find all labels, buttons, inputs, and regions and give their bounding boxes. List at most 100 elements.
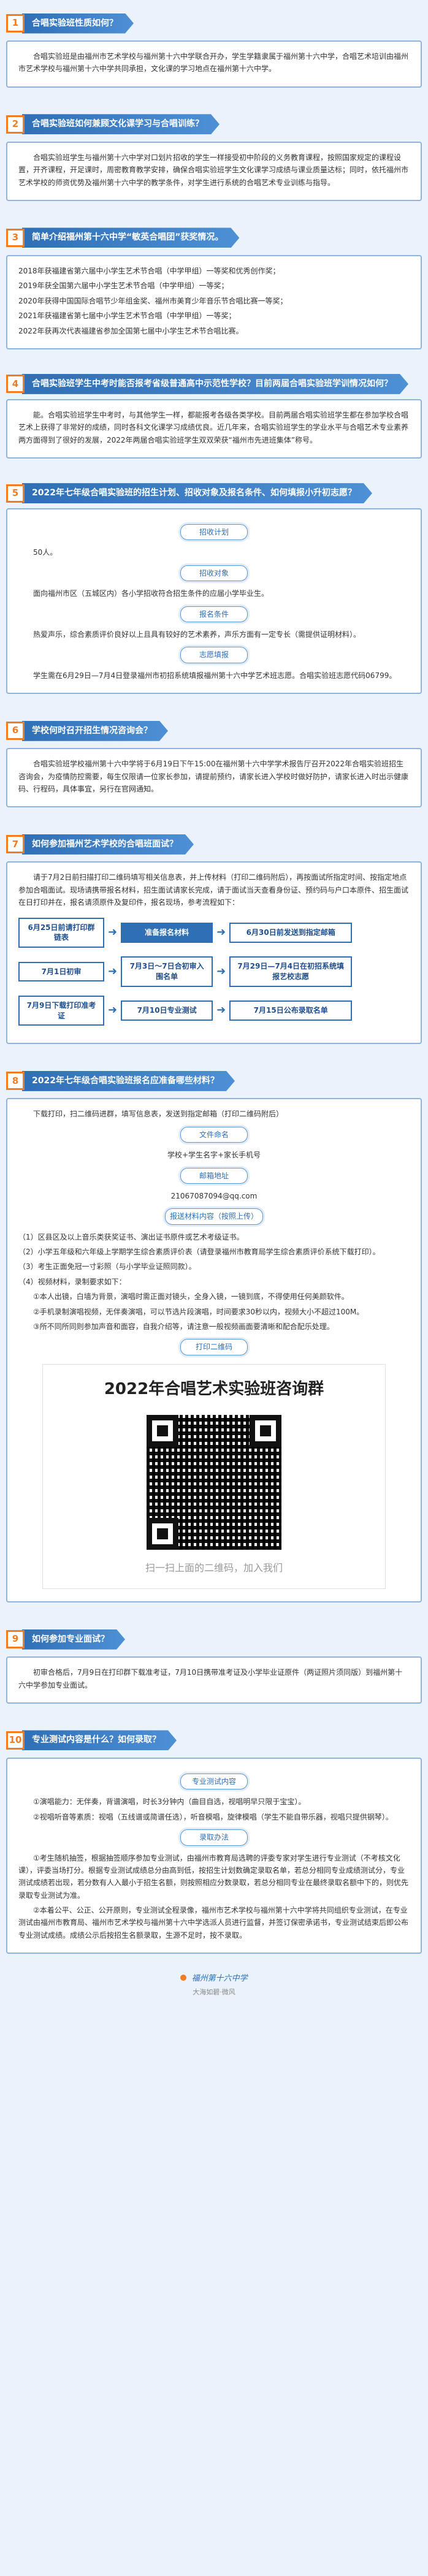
footer: 福州第十六中学 大海如碧·微风 bbox=[0, 1972, 428, 1999]
section-5: 5 2022年七年级合唱实验班的招生计划、招收对象及报名条件、如何填报小升初志愿… bbox=[6, 483, 422, 695]
sub-tag-plan: 招收计划 bbox=[180, 524, 248, 541]
section-number: 10 bbox=[6, 1731, 25, 1750]
section-4: 4 合唱实验班学生中考时能否报考省级普通高中示范性学校？目前两届合唱实验班学训情… bbox=[6, 374, 422, 459]
section-3: 3 简单介绍福州第十六中学“敏英合唱团”获奖情况。 2018年获福建省第六届中小… bbox=[6, 226, 422, 349]
filename-format: 学校+学生名字+家长手机号 bbox=[167, 1151, 261, 1160]
flow-step: 7月15日公布录取名单 bbox=[229, 1000, 353, 1021]
section-number: 5 bbox=[6, 484, 25, 503]
flow-row: 7月9日下载打印准考证 ➜ 7月10日专业测试 ➜ 7月15日公布录取名单 bbox=[18, 995, 410, 1026]
section-header: 9 如何参加专业面试？ bbox=[6, 1627, 422, 1652]
sub-tag-email: 邮箱地址 bbox=[180, 1167, 248, 1184]
award-line: 2019年获全国第六届中小学生艺术节合唱（中学甲组）一等奖； bbox=[18, 281, 229, 291]
arrow-right-icon: ➜ bbox=[108, 964, 118, 978]
qr-finder-icon bbox=[147, 1414, 178, 1447]
section-title: 合唱实验班性质如何？ bbox=[22, 13, 134, 34]
award-line: 2018年获福建省第六届中小学生艺术节合唱（中学甲组）一等奖和优秀创作奖； bbox=[18, 266, 280, 275]
section-1: 1 合唱实验班性质如何？ 合唱实验班是由福州市艺术学校与福州第十六中学联合开办，… bbox=[6, 11, 422, 88]
email-address[interactable]: 21067087094@qq.com bbox=[170, 1191, 258, 1200]
flow-step: 准备报名材料 bbox=[121, 922, 213, 943]
paragraph: ②视唱听音等素质：视唱（五线谱或简谱任选），听音模唱，旋律模唱（学生不能自带乐器… bbox=[33, 1812, 393, 1821]
page: 1 合唱实验班性质如何？ 合唱实验班是由福州市艺术学校与福州第十六中学联合开办，… bbox=[0, 0, 428, 1999]
section-header: 2 合唱实验班如何兼顾文化课学习与合唱训练？ bbox=[6, 112, 422, 137]
sub-tag-test-content: 专业测试内容 bbox=[180, 1773, 248, 1790]
section-header: 3 简单介绍福州第十六中学“敏英合唱团”获奖情况。 bbox=[6, 226, 422, 250]
flow-step: 7月29日—7月4日在初招系统填报艺校志愿 bbox=[229, 956, 353, 987]
section-title: 如何参加专业面试？ bbox=[22, 1629, 125, 1650]
section-title: 专业测试内容是什么？如何录取？ bbox=[22, 1730, 177, 1750]
flow-step: 7月10日专业测试 bbox=[121, 1000, 213, 1021]
qr-caption: 扫一扫上面的二维码，加入我们 bbox=[145, 1561, 283, 1574]
arrow-right-icon: ➜ bbox=[216, 1004, 226, 1017]
section-body: 合唱实验班学校福州第十六中学将于6月19日下午15:00在福州第十六中学学术报告… bbox=[6, 748, 422, 808]
qr-title: 2022年合唱艺术实验班咨询群 bbox=[104, 1379, 324, 1398]
flow-step: 7月9日下载打印准考证 bbox=[18, 995, 104, 1026]
section-title: 合唱实验班学生中考时能否报考省级普通高中示范性学校？目前两届合唱实验班学训情况如… bbox=[22, 374, 408, 394]
paragraph: 学生需在6月29日—7月4日登录福州市初招系统填报福州第十六中学艺术班志愿。合唱… bbox=[33, 671, 397, 680]
arrow-right-icon: ➜ bbox=[216, 964, 226, 978]
school-logo-icon bbox=[180, 1975, 187, 1981]
section-body: 合唱实验班是由福州市艺术学校与福州第十六中学联合开办，学生学籍隶属于福州第十六中… bbox=[6, 40, 422, 88]
section-body: 招收计划 50人。 招收对象 面向福州市区（五城区内）各小学招收符合招生条件的应… bbox=[6, 508, 422, 695]
sub-tag-materials: 报送材料内容（按照上传） bbox=[165, 1208, 263, 1225]
paragraph: 合唱实验班学生与福州第十六中学对口划片招收的学生一样接受初中阶段的义务教育课程，… bbox=[18, 153, 409, 187]
sub-tag-admission: 录取办法 bbox=[180, 1829, 248, 1846]
arrow-right-icon: ➜ bbox=[108, 1004, 118, 1017]
material-item: （3）考生正面免冠一寸彩照（与小学毕业证照同款）。 bbox=[18, 1262, 196, 1271]
award-line: 2020年获得中国国际合唱节少年组金奖、福州市美育少年音乐节合唱比赛一等奖； bbox=[18, 296, 288, 305]
section-body: 初审合格后，7月9日在打印群下载准考证，7月10日携带准考证及小学毕业证原件（两… bbox=[6, 1656, 422, 1704]
paragraph: 面向福州市区（五城区内）各小学招收符合招生条件的应届小学毕业生。 bbox=[33, 589, 269, 598]
section-8: 8 2022年七年级合唱实验班报名应准备哪些材料？ 下载打印，扫二维码进群，填写… bbox=[6, 1069, 422, 1603]
qr-finder-icon bbox=[147, 1517, 178, 1550]
paragraph: 下载打印，扫二维码进群，填写信息表，发送到指定邮箱（打印二维码附后） bbox=[33, 1110, 284, 1119]
section-title: 2022年七年级合唱实验班报名应准备哪些材料？ bbox=[22, 1071, 235, 1091]
material-item: （2）小学五年级和六年级上学期学生综合素质评价表（请登录福州市教育局学生综合素质… bbox=[18, 1248, 380, 1257]
section-number: 6 bbox=[6, 722, 25, 741]
section-body: 合唱实验班学生与福州第十六中学对口划片招收的学生一样接受初中阶段的义务教育课程，… bbox=[6, 141, 422, 201]
section-number: 3 bbox=[6, 228, 25, 247]
section-6: 6 学校何时召开招生情况咨询会？ 合唱实验班学校福州第十六中学将于6月19日下午… bbox=[6, 718, 422, 808]
qr-finder-icon bbox=[250, 1414, 281, 1447]
section-10: 10 专业测试内容是什么？如何录取？ 专业测试内容 ①演唱能力：无伴奏，背谱演唱… bbox=[6, 1728, 422, 1954]
material-item: （1）区县区及以上音乐类获奖证书、演出证书原件或艺术考级证书。 bbox=[18, 1232, 244, 1241]
section-7: 7 如何参加福州艺术学校的合唱班面试？ 请于7月2日前扫描打印二维码填写相关信息… bbox=[6, 832, 422, 1045]
section-number: 7 bbox=[6, 835, 25, 854]
flow-row: 7月1日初审 ➜ 7月3日～7日合初审入围名单 ➜ 7月29日—7月4日在初招系… bbox=[18, 956, 410, 987]
video-requirement: ③所不同所同则参加声音和面容，自我介绍等，请注意一般视频画面要清晰和配合配乐处理… bbox=[33, 1322, 334, 1332]
section-body: 能。合唱实验班学生中考时，与其他学生一样，都能报考各级各类学校。目前两届合唱实验… bbox=[6, 398, 422, 459]
section-9: 9 如何参加专业面试？ 初审合格后，7月9日在打印群下载准考证，7月10日携带准… bbox=[6, 1627, 422, 1704]
paragraph: ①考生随机抽签，根据抽签顺序参加专业测试，由福州市教育局选聘的评委专家对学生进行… bbox=[18, 1853, 409, 1900]
qr-code-icon[interactable] bbox=[147, 1414, 281, 1550]
sub-tag-qr: 打印二维码 bbox=[180, 1339, 248, 1355]
section-header: 7 如何参加福州艺术学校的合唱班面试？ bbox=[6, 832, 422, 856]
section-title: 如何参加福州艺术学校的合唱班面试？ bbox=[22, 834, 194, 855]
section-number: 8 bbox=[6, 1072, 25, 1091]
sub-tag-filename: 文件命名 bbox=[180, 1126, 248, 1143]
video-requirement: ②手机录制演唱视频，无伴奏演唱，可以节选片段演唱，时间要求30秒以内，视频大小不… bbox=[33, 1307, 364, 1316]
flow-step: 6月25日前请打印群链表 bbox=[18, 917, 104, 948]
section-header: 1 合唱实验班性质如何？ bbox=[6, 11, 422, 36]
paragraph: 能。合唱实验班学生中考时，与其他学生一样，都能报考各级各类学校。目前两届合唱实验… bbox=[18, 410, 409, 444]
section-body: 下载打印，扫二维码进群，填写信息表，发送到指定邮箱（打印二维码附后） 文件命名 … bbox=[6, 1098, 422, 1603]
section-title: 简单介绍福州第十六中学“敏英合唱团”获奖情况。 bbox=[22, 227, 239, 248]
section-header: 10 专业测试内容是什么？如何录取？ bbox=[6, 1728, 422, 1753]
section-header: 8 2022年七年级合唱实验班报名应准备哪些材料？ bbox=[6, 1069, 422, 1093]
paragraph: ①演唱能力：无伴奏，背谱演唱，时长3分钟内（曲目自选，视唱明早只限于宝宝）。 bbox=[33, 1797, 306, 1807]
section-title: 2022年七年级合唱实验班的招生计划、招收对象及报名条件、如何填报小升初志愿？ bbox=[22, 483, 372, 503]
section-body: 请于7月2日前扫描打印二维码填写相关信息表，并上传材料（打印二维码附后），再按面… bbox=[6, 861, 422, 1045]
award-line: 2021年获福建省第七届中小学生艺术节合唱（中学甲组）一等奖； bbox=[18, 311, 236, 321]
paragraph: 请于7月2日前扫描打印二维码填写相关信息表，并上传材料（打印二维码附后），再按面… bbox=[18, 873, 409, 907]
footer-subtitle: 大海如碧·微风 bbox=[193, 1988, 235, 1997]
section-title: 合唱实验班如何兼顾文化课学习与合唱训练？ bbox=[22, 114, 220, 134]
arrow-right-icon: ➜ bbox=[108, 926, 118, 939]
section-number: 9 bbox=[6, 1630, 25, 1649]
qr-card: 2022年合唱艺术实验班咨询群 扫一扫上面的二维码，加入我们 bbox=[42, 1363, 386, 1590]
footer-school-name: 福州第十六中学 bbox=[191, 1974, 248, 1984]
paragraph: ②本着公平、公正、公开原则，专业测试全程录像，福州市艺术学校与福州第十六中学将共… bbox=[18, 1906, 409, 1940]
flow-step: 6月30日前发送到指定邮箱 bbox=[229, 922, 353, 943]
paragraph: 合唱实验班是由福州市艺术学校与福州第十六中学联合开办，学生学籍隶属于福州第十六中… bbox=[18, 52, 409, 74]
arrow-right-icon: ➜ bbox=[216, 926, 226, 939]
sub-tag-target: 招收对象 bbox=[180, 565, 248, 582]
video-requirement: ①本人出镜，白墙为背景，演唱时需正面对镜头，全身入镜，一镜到底，不得使用任何美颜… bbox=[33, 1292, 349, 1301]
section-2: 2 合唱实验班如何兼顾文化课学习与合唱训练？ 合唱实验班学生与福州第十六中学对口… bbox=[6, 112, 422, 201]
flow-step: 7月3日～7日合初审入围名单 bbox=[121, 956, 213, 987]
